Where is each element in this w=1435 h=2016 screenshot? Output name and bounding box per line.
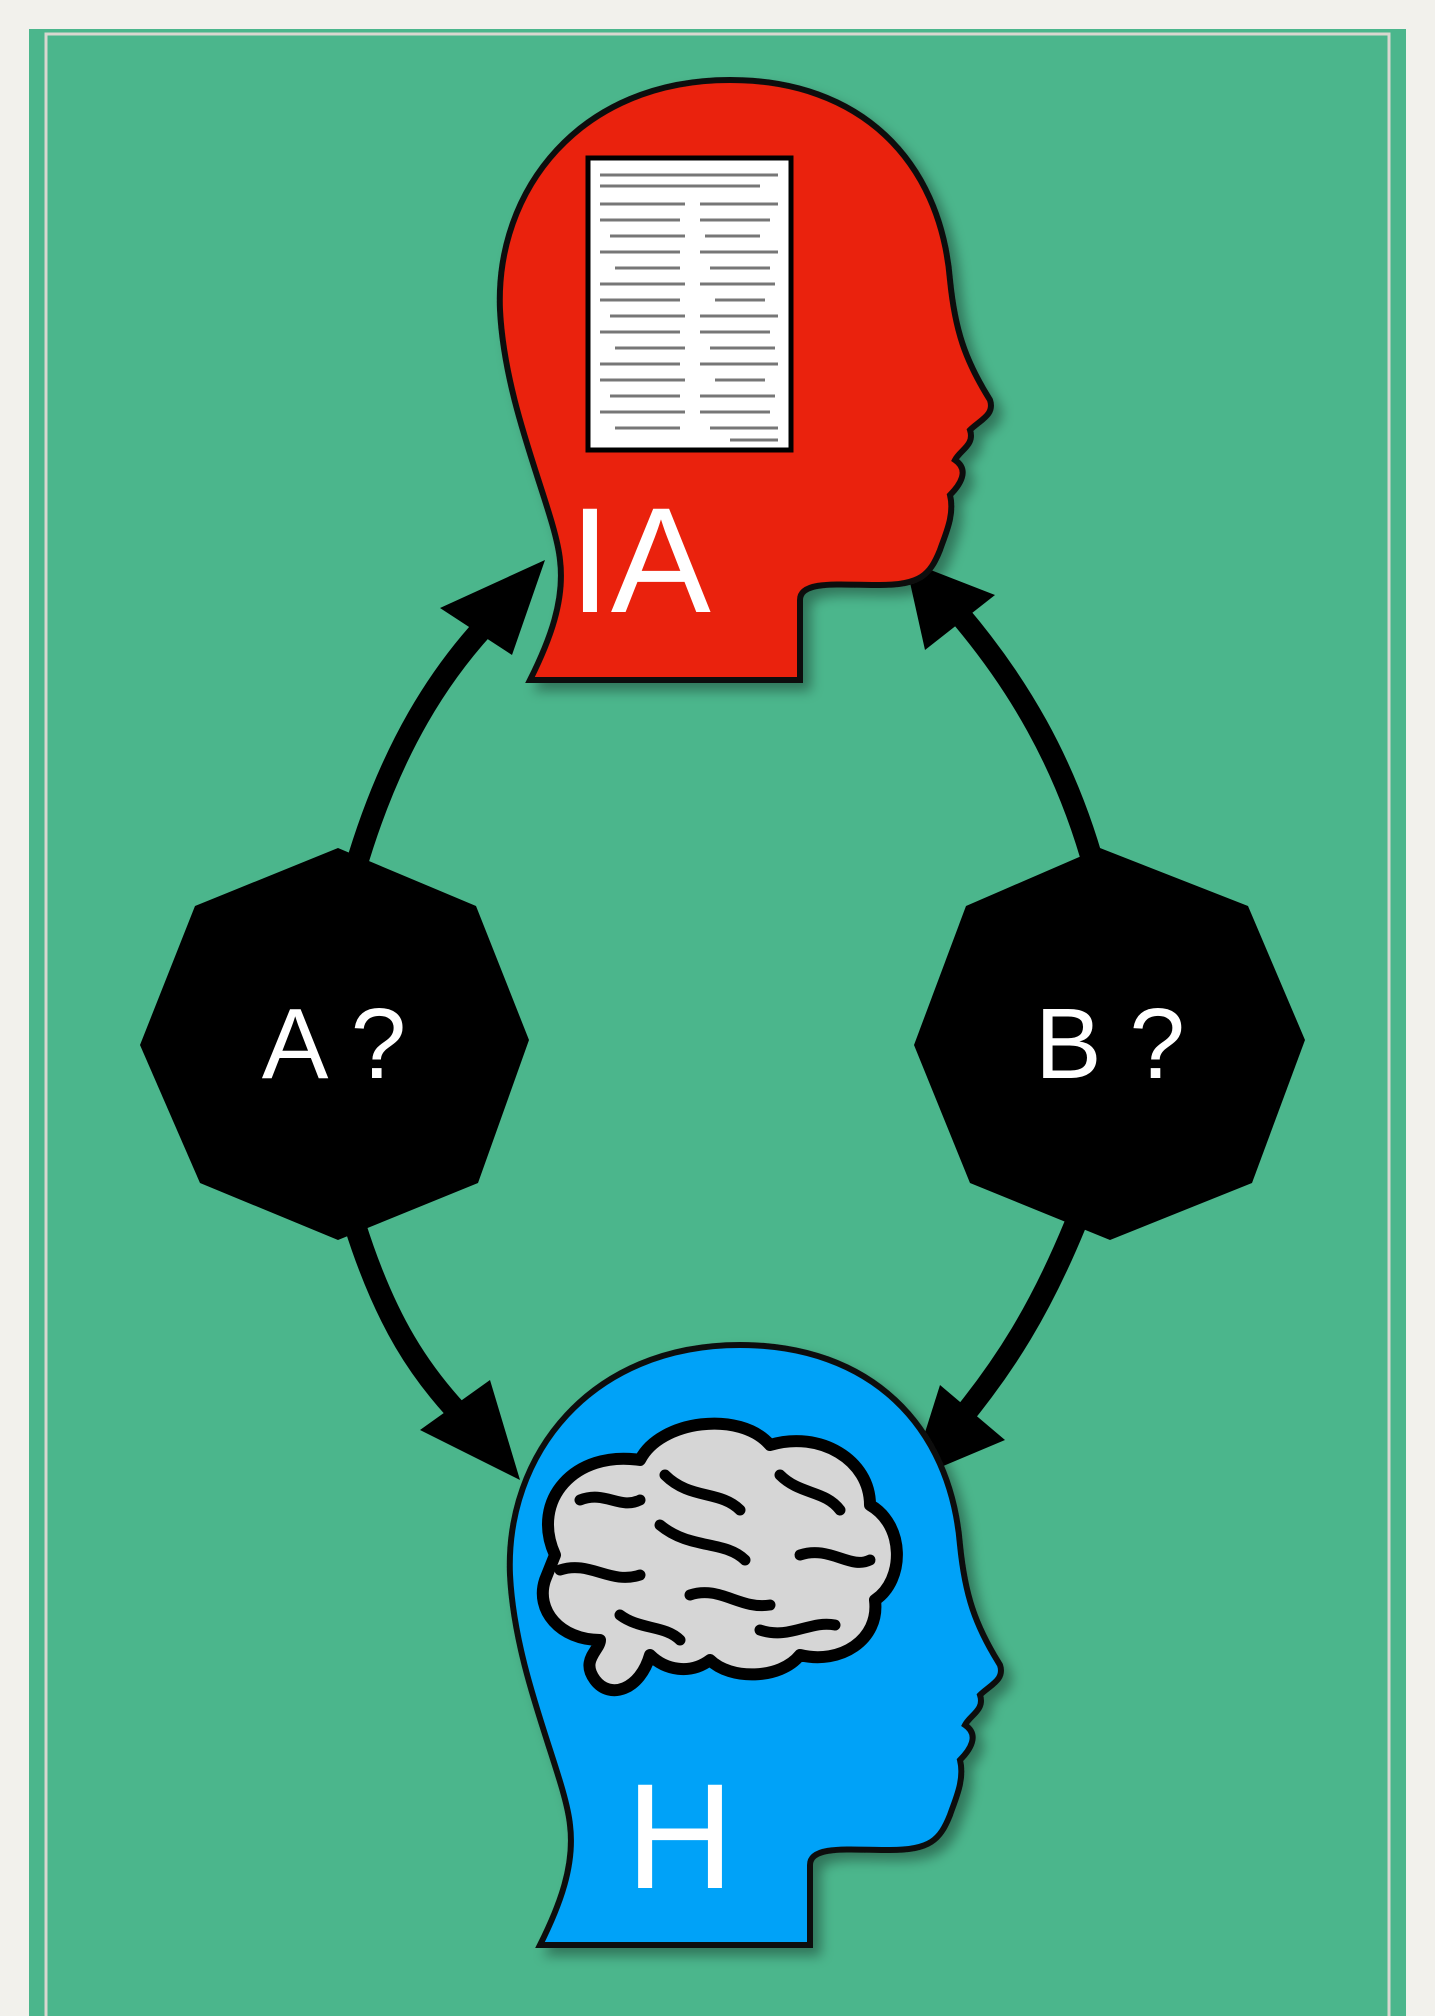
arrow-b-to-human bbox=[949, 1214, 1086, 1431]
arrow-a-to-ai bbox=[344, 599, 511, 881]
node-b: B ? bbox=[914, 848, 1305, 1240]
arrow-b-to-ai bbox=[949, 604, 1106, 881]
ai-label: IA bbox=[569, 476, 711, 644]
connector-arrows bbox=[344, 599, 1106, 1436]
arrowhead-ai-right bbox=[905, 560, 995, 650]
heptagon-a bbox=[140, 848, 529, 1240]
brain-icon bbox=[536, 1417, 903, 1697]
node-b-label: B ? bbox=[1035, 988, 1185, 1100]
document-icon bbox=[585, 155, 794, 453]
node-a: A ? bbox=[140, 848, 529, 1240]
heptagon-b bbox=[914, 848, 1305, 1240]
arrow-a-to-human bbox=[344, 1214, 481, 1436]
arrowhead-human-left bbox=[420, 1380, 520, 1480]
node-a-label: A ? bbox=[262, 988, 407, 1100]
human-label: H bbox=[626, 1752, 734, 1920]
arrowhead-ai-left bbox=[440, 560, 545, 655]
